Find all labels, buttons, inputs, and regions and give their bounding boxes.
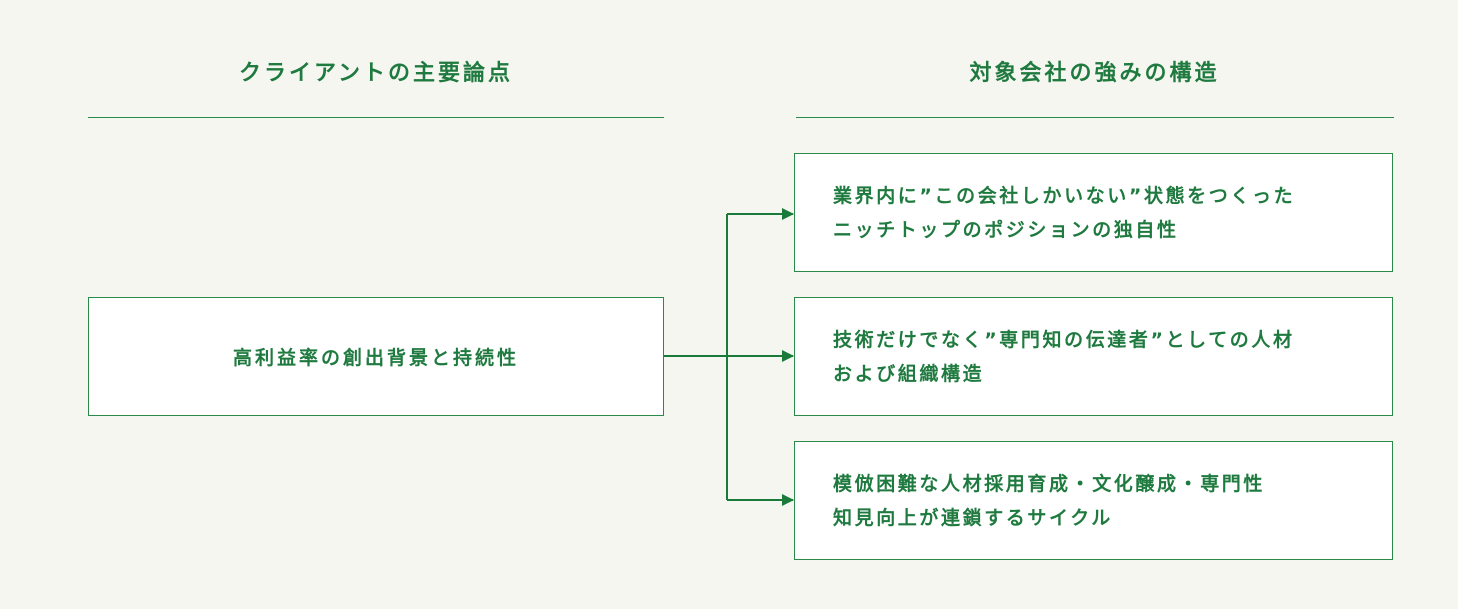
strength-box-hiring-cycle: 模倣困難な人材採用育成・文化醸成・専門性 知見向上が連鎖するサイクル — [794, 441, 1393, 560]
left-heading-divider — [88, 117, 664, 118]
strength-text-line: 知見向上が連鎖するサイクル — [833, 506, 1113, 529]
strength-text-line: ニッチトップのポジションの独自性 — [833, 218, 1179, 241]
strength-box-talent-structure: 技術だけでなく”専門知の伝達者”としての人材 および組織構造 — [794, 297, 1393, 416]
strength-text-line: 技術だけでなく”専門知の伝達者”としての人材 — [833, 328, 1295, 351]
right-heading-divider — [796, 117, 1394, 118]
strength-text-line: 模倣困難な人材採用育成・文化醸成・専門性 — [833, 472, 1266, 495]
client-issues-heading: クライアントの主要論点 — [238, 61, 514, 86]
client-issue-box: 高利益率の創出背景と持続性 — [88, 297, 664, 416]
strength-text-line: および組織構造 — [833, 362, 985, 385]
strength-text-line: 業界内に”この会社しかいない”状態をつくった — [833, 184, 1296, 207]
client-issue-label: 高利益率の創出背景と持続性 — [232, 347, 519, 369]
company-strengths-heading: 対象会社の強みの構造 — [969, 61, 1220, 86]
strength-box-niche-position: 業界内に”この会社しかいない”状態をつくった ニッチトップのポジションの独自性 — [794, 153, 1393, 272]
